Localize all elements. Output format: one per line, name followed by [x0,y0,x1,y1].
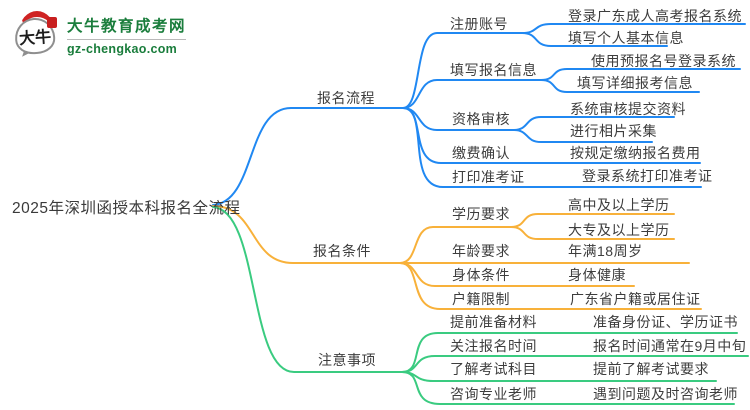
root-node-label: 2025年深圳函授本科报名全流程 [12,200,241,217]
node-label: 了解考试科目 [450,361,537,377]
branch-lines-process [212,23,746,206]
leaf-label: 登录广东成人高考报名系统 [568,8,742,24]
connector-line [402,79,542,109]
logo-text-block: 大牛教育成考网 gz-chengkao.com [67,14,187,56]
node-label: 缴费确认 [452,145,510,161]
site-logo: 大牛 大牛教育成考网 gz-chengkao.com [13,11,187,59]
node-label: 咨询专业老师 [450,386,537,402]
leaf-label: 高中及以上学历 [568,197,670,213]
leaf-label: 进行相片采集 [570,123,657,139]
node-label: 身体条件 [452,267,510,283]
connector-line [212,107,404,206]
branch-label-notes: 注意事项 [318,352,376,368]
connector-line [212,205,401,264]
connector-line [399,262,702,310]
logo-red-seal [47,17,57,28]
connector-line [402,107,702,188]
connector-line [521,32,668,47]
connector-line [402,32,523,109]
node-label: 关注报名时间 [450,338,537,354]
node-label: 学历要求 [452,206,510,222]
leaf-label: 准备身份证、学历证书 [593,314,738,330]
leaf-label: 填写个人基本信息 [568,30,684,46]
logo-site-url: gz-chengkao.com [67,41,178,56]
leaf-label: 填写详细报考信息 [577,75,693,91]
connector-line [401,371,735,405]
logo-site-name: 大牛教育成考网 [67,14,187,40]
connector-line [513,129,653,143]
node-label: 填写报名信息 [450,62,537,78]
branch-lines-conditions [212,205,702,310]
leaf-label: 遇到问题及时咨询老师 [593,386,738,402]
node-label: 年龄要求 [452,243,510,259]
leaf-label: 登录系统打印准考证 [582,168,713,184]
leaf-label: 广东省户籍或居住证 [570,291,701,307]
node-label: 户籍限制 [452,291,510,307]
connector-line [540,79,700,93]
branch-lines-notes [212,206,749,405]
connector-line [510,226,675,240]
leaf-label: 大专及以上学历 [568,222,670,238]
node-label: 打印准考证 [452,169,525,185]
leaf-label: 提前了解考试要求 [593,361,709,377]
node-label: 注册账号 [450,16,508,32]
leaf-label: 年满18周岁 [568,243,643,259]
leaf-label: 使用预报名号登录系统 [591,53,736,69]
leaf-label: 系统审核提交资料 [570,101,686,117]
node-label: 提前准备材料 [450,314,537,330]
node-label: 资格审核 [452,111,510,127]
branch-label-conditions: 报名条件 [313,243,371,259]
daniu-bubble-icon: 大牛 [13,11,60,59]
connector-line [212,206,403,373]
leaf-label: 身体健康 [568,267,626,283]
logo-red-arc [19,11,55,32]
leaf-label: 报名时间通常在9月中旬 [593,338,747,354]
branch-label-process: 报名流程 [317,90,375,106]
leaf-label: 按规定缴纳报名费用 [570,145,701,161]
connector-line [399,226,512,264]
